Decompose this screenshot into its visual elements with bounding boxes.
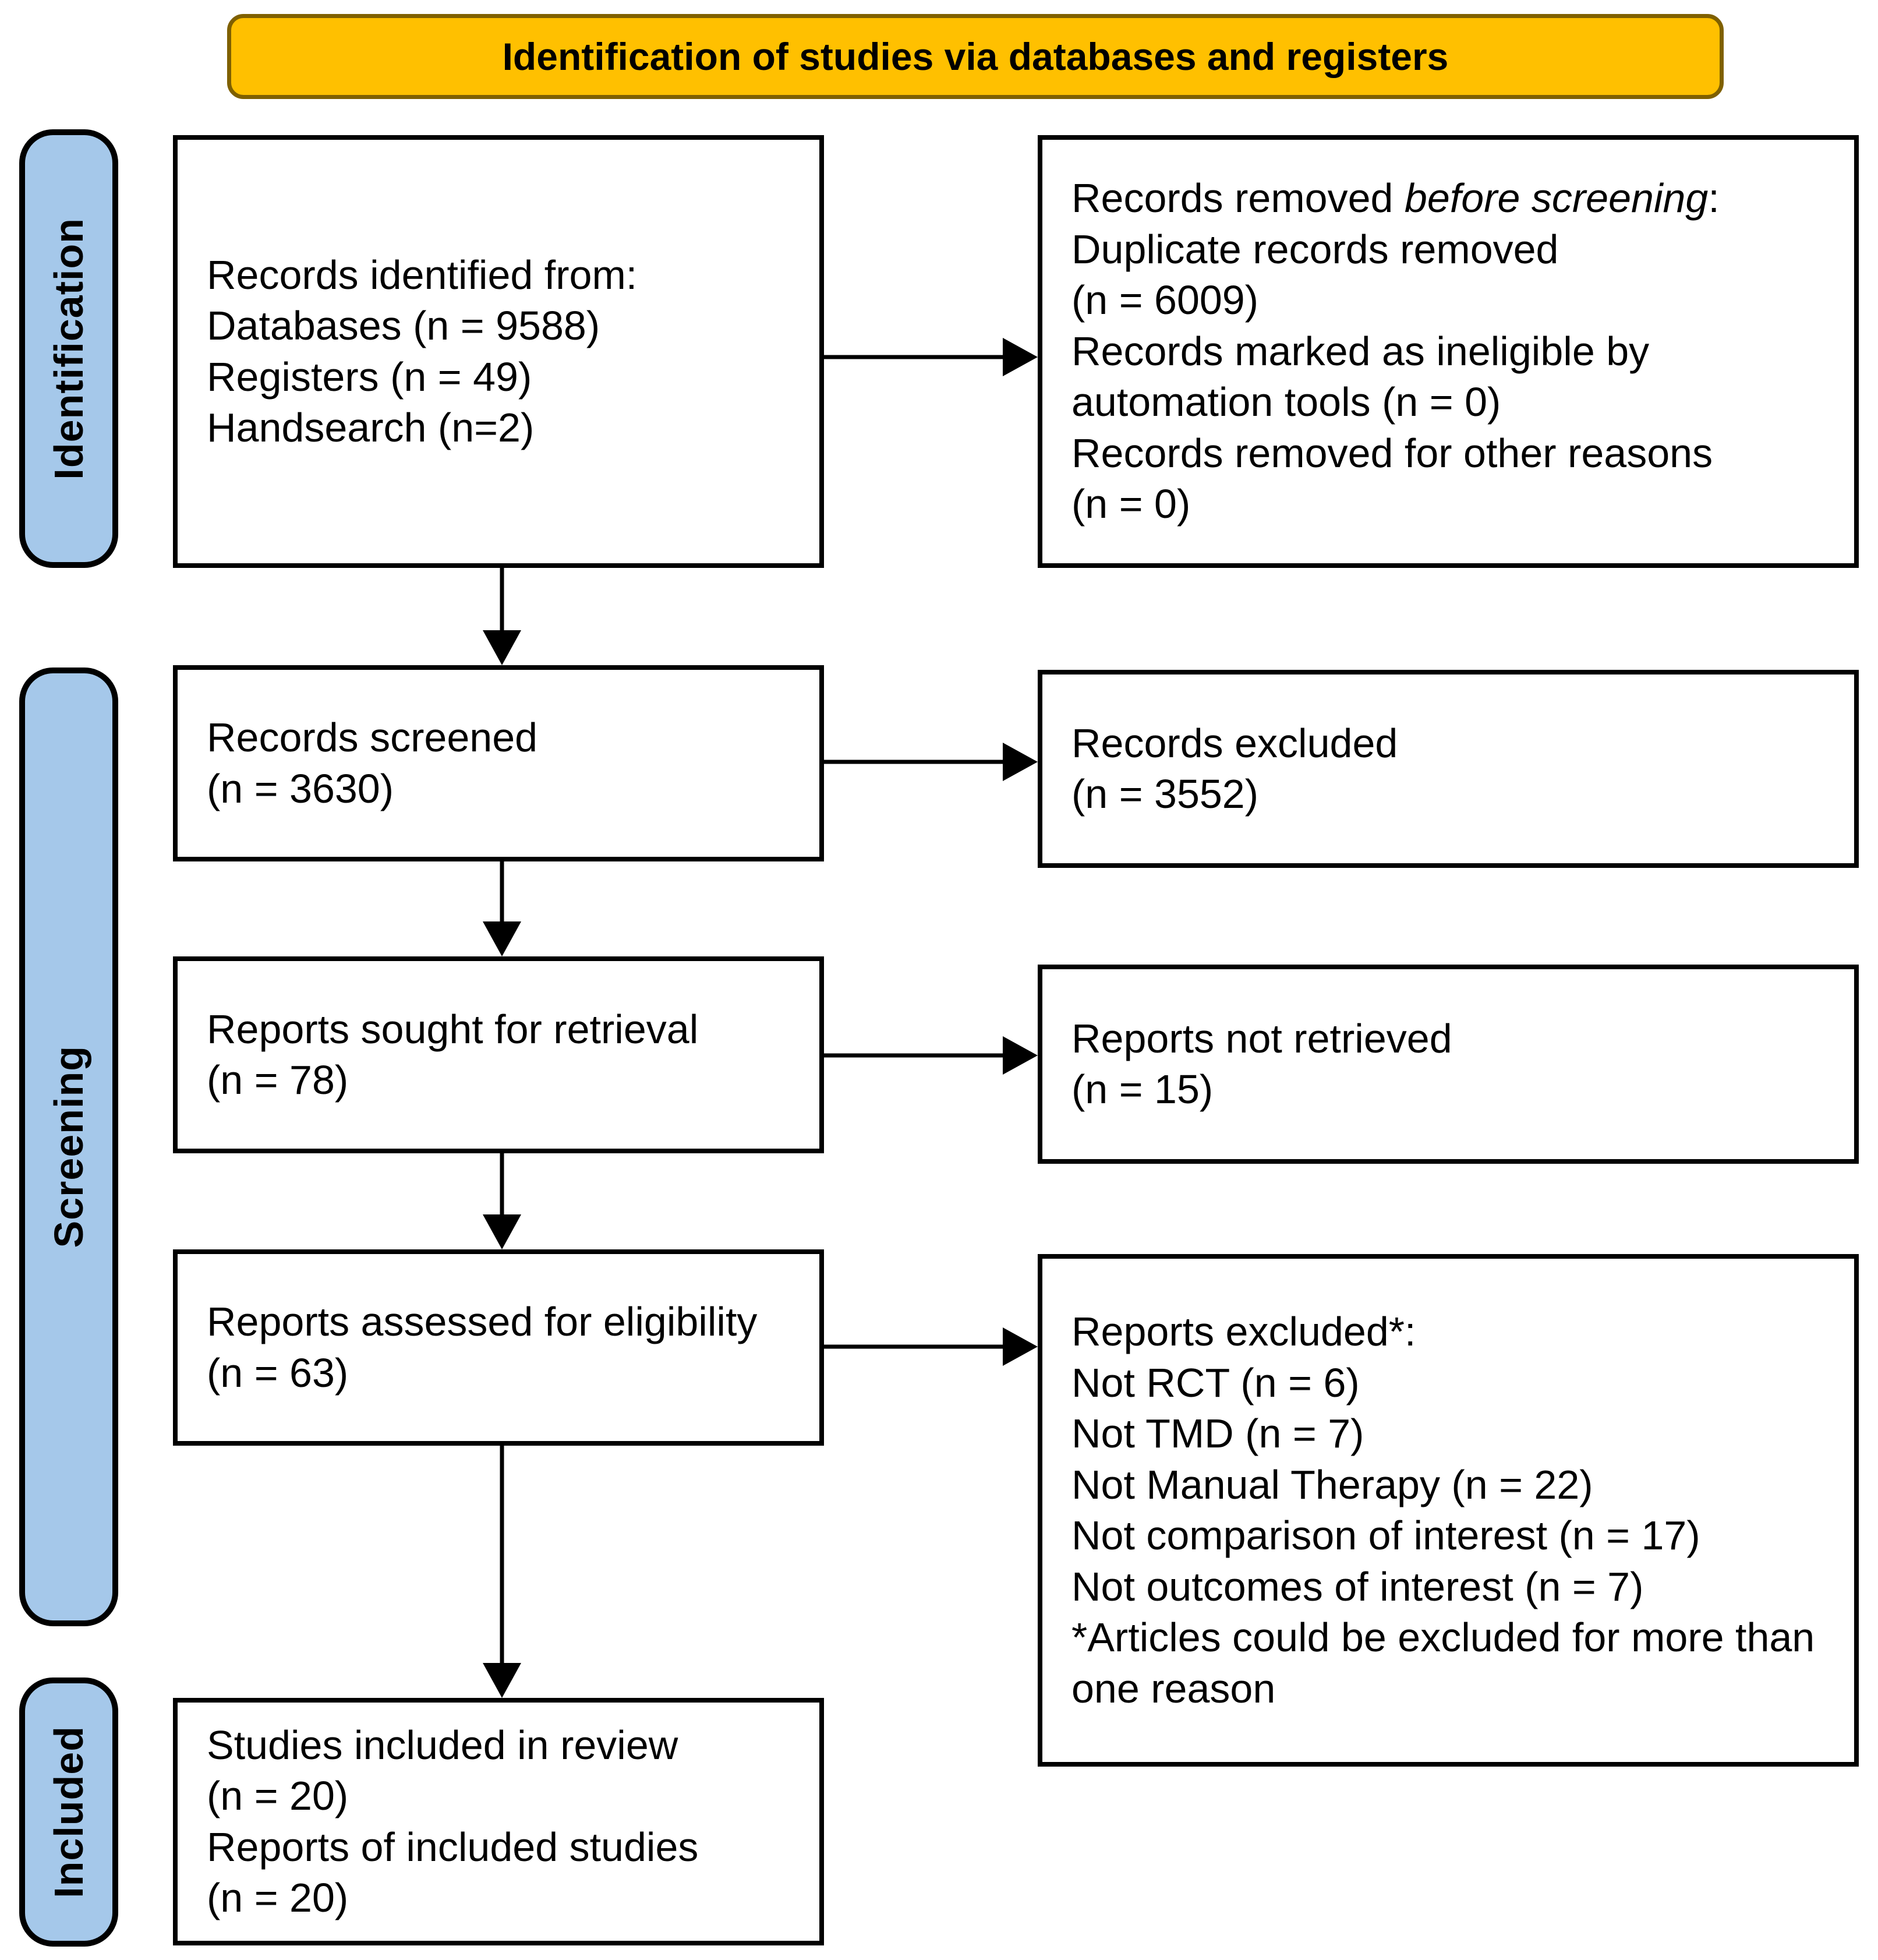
arrow-assessed-to-included xyxy=(481,1446,523,1698)
box-text-line: Not outcomes of interest (n = 7) xyxy=(1071,1563,1644,1609)
box-text-line: (n = 20) xyxy=(207,1875,349,1920)
arrow-identified-to-screened xyxy=(481,568,523,665)
box-text-line: one reason xyxy=(1071,1665,1276,1711)
box-text-line: (n = 20) xyxy=(207,1773,349,1818)
arrow-identified-to-removed xyxy=(824,336,1038,378)
box-text-line: Records excluded xyxy=(1071,720,1398,766)
box-records-removed: Records removed before screening: Duplica… xyxy=(1038,135,1859,568)
banner-title: Identification of studies via databases … xyxy=(502,35,1449,78)
arrow-head-right-icon xyxy=(1003,1036,1038,1075)
box-text-line: Registers (n = 49) xyxy=(207,354,532,400)
box-text-line: Not comparison of interest (n = 17) xyxy=(1071,1513,1700,1558)
arrow-sought-to-not-retrieved xyxy=(824,1034,1038,1076)
arrow-shaft xyxy=(500,1446,504,1665)
box-text-line: Reports assessed for eligibility xyxy=(207,1299,758,1344)
stage-pill-screening: Screening xyxy=(19,668,118,1626)
arrow-screened-to-sought xyxy=(481,861,523,956)
arrow-head-right-icon xyxy=(1003,743,1038,781)
box-records-screened: Records screened (n = 3630) xyxy=(173,665,824,861)
arrow-shaft xyxy=(824,355,1005,359)
box-reports-not-retrieved: Reports not retrieved (n = 15) xyxy=(1038,965,1859,1164)
box-text-line: Records removed for other reasons xyxy=(1071,430,1713,476)
box-studies-included-in-review: Studies included in review (n = 20) Report… xyxy=(173,1698,824,1945)
box-text-line: Records marked as ineligible by xyxy=(1071,328,1650,374)
box-text-line: (n = 6009) xyxy=(1071,277,1259,323)
box-text-line: Records identified from: xyxy=(207,252,638,298)
box-text-line: Not TMD (n = 7) xyxy=(1071,1411,1364,1456)
arrow-head-down-icon xyxy=(483,921,521,956)
box-text-line: Reports sought for retrieval xyxy=(207,1006,699,1052)
box-reports-sought-for-retrieval: Reports sought for retrieval (n = 78) xyxy=(173,956,824,1153)
box-text-line: (n = 63) xyxy=(207,1350,349,1396)
banner: Identification of studies via databases … xyxy=(227,14,1724,99)
box-text-line: Handsearch (n=2) xyxy=(207,405,535,450)
box-reports-excluded: Reports excluded*: Not RCT (n = 6) Not TMD… xyxy=(1038,1254,1859,1767)
arrow-shaft xyxy=(824,760,1005,764)
stage-label-included: Included xyxy=(46,1726,91,1898)
box-text-line: Reports not retrieved xyxy=(1071,1015,1452,1061)
box-text-line: Reports of included studies xyxy=(207,1824,699,1870)
arrow-sought-to-assessed xyxy=(481,1153,523,1249)
arrow-assessed-to-excluded xyxy=(824,1326,1038,1368)
arrow-head-right-icon xyxy=(1003,1327,1038,1366)
arrow-shaft xyxy=(500,861,504,924)
box-text-line: (n = 78) xyxy=(207,1057,349,1103)
box-text-line: (n = 3552) xyxy=(1071,771,1259,817)
box-text-line: Studies included in review xyxy=(207,1722,678,1768)
box-text-line: *Articles could be excluded for more tha… xyxy=(1071,1615,1815,1660)
box-reports-assessed-for-eligibility: Reports assessed for eligibility (n = 63) xyxy=(173,1249,824,1446)
box-text-line: automation tools (n = 0) xyxy=(1071,379,1501,425)
arrow-head-right-icon xyxy=(1003,338,1038,376)
arrow-shaft xyxy=(500,568,504,633)
box-text-line: Duplicate records removed xyxy=(1071,226,1559,272)
box-records-identified: Records identified from: Databases (n = 9… xyxy=(173,135,824,568)
stage-pill-included: Included xyxy=(19,1678,118,1947)
box-records-excluded: Records excluded (n = 3552) xyxy=(1038,670,1859,868)
box-text-line: (n = 15) xyxy=(1071,1066,1214,1112)
box-text-line: Not Manual Therapy (n = 22) xyxy=(1071,1461,1593,1507)
box-text-line: Reports excluded*: xyxy=(1071,1309,1416,1354)
arrow-screened-to-excluded xyxy=(824,741,1038,783)
box-text-line: Records screened xyxy=(207,715,538,760)
box-text-line: Records removed before screening: xyxy=(1071,175,1720,221)
stage-label-identification: Identification xyxy=(46,217,91,480)
box-text-line: Not RCT (n = 6) xyxy=(1071,1359,1360,1405)
box-text-line: (n = 0) xyxy=(1071,481,1191,527)
box-text-line: Databases (n = 9588) xyxy=(207,303,600,348)
box-text-line: (n = 3630) xyxy=(207,765,394,811)
arrow-head-down-icon xyxy=(483,630,521,665)
stage-label-screening: Screening xyxy=(46,1046,91,1248)
arrow-head-down-icon xyxy=(483,1663,521,1698)
arrow-shaft xyxy=(824,1053,1005,1058)
stage-pill-identification: Identification xyxy=(19,129,118,568)
arrow-head-down-icon xyxy=(483,1214,521,1249)
arrow-shaft xyxy=(500,1153,504,1217)
arrow-shaft xyxy=(824,1344,1005,1349)
